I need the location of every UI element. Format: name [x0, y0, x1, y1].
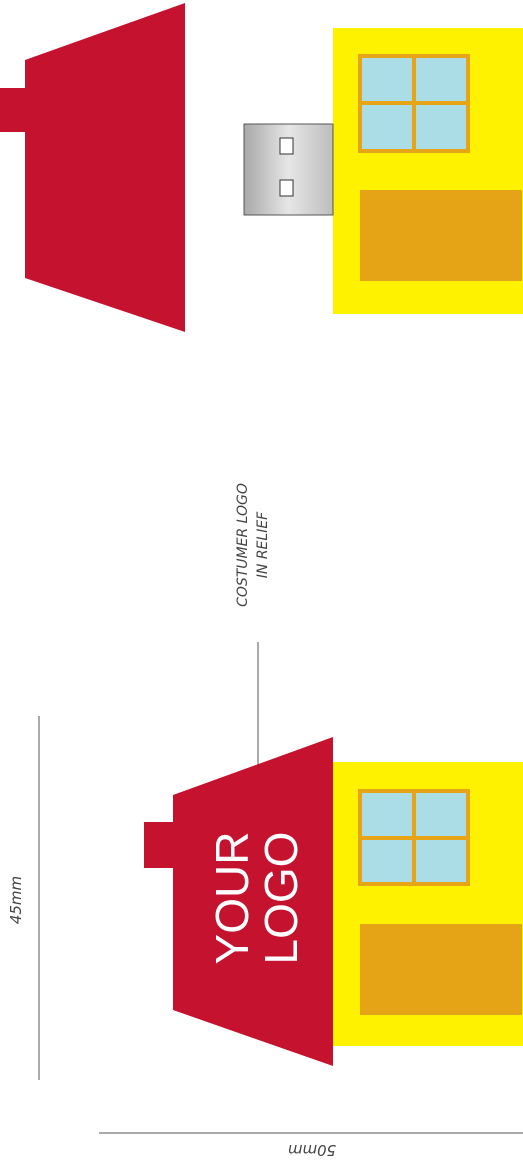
- chimney-back: [0, 88, 27, 132]
- callout-text-line1: COSTUMER LOGO: [235, 483, 251, 607]
- house-front-view: YOUR LOGO: [144, 737, 523, 1066]
- door-front: [360, 924, 522, 1015]
- dimension-height-label: 45mm: [7, 876, 25, 924]
- usb-connector-icon: [243, 123, 334, 216]
- logo-text-line2: LOGO: [255, 832, 307, 965]
- logo-text-line1: YOUR: [206, 832, 258, 965]
- dimension-width: 50mm: [99, 1132, 523, 1159]
- window-front: [358, 789, 470, 886]
- house-back-view: [0, 3, 523, 332]
- roof-front: [173, 737, 333, 1066]
- door-back: [360, 190, 522, 281]
- roof-back: [25, 3, 185, 332]
- window-back: [358, 54, 470, 153]
- callout-annotation: COSTUMER LOGO IN RELIEF: [235, 483, 271, 765]
- dimension-height: 45mm: [7, 716, 40, 1080]
- dimension-width-label: 50mm: [288, 1141, 336, 1159]
- callout-text-line2: IN RELIEF: [255, 511, 271, 578]
- chimney-front: [144, 822, 175, 868]
